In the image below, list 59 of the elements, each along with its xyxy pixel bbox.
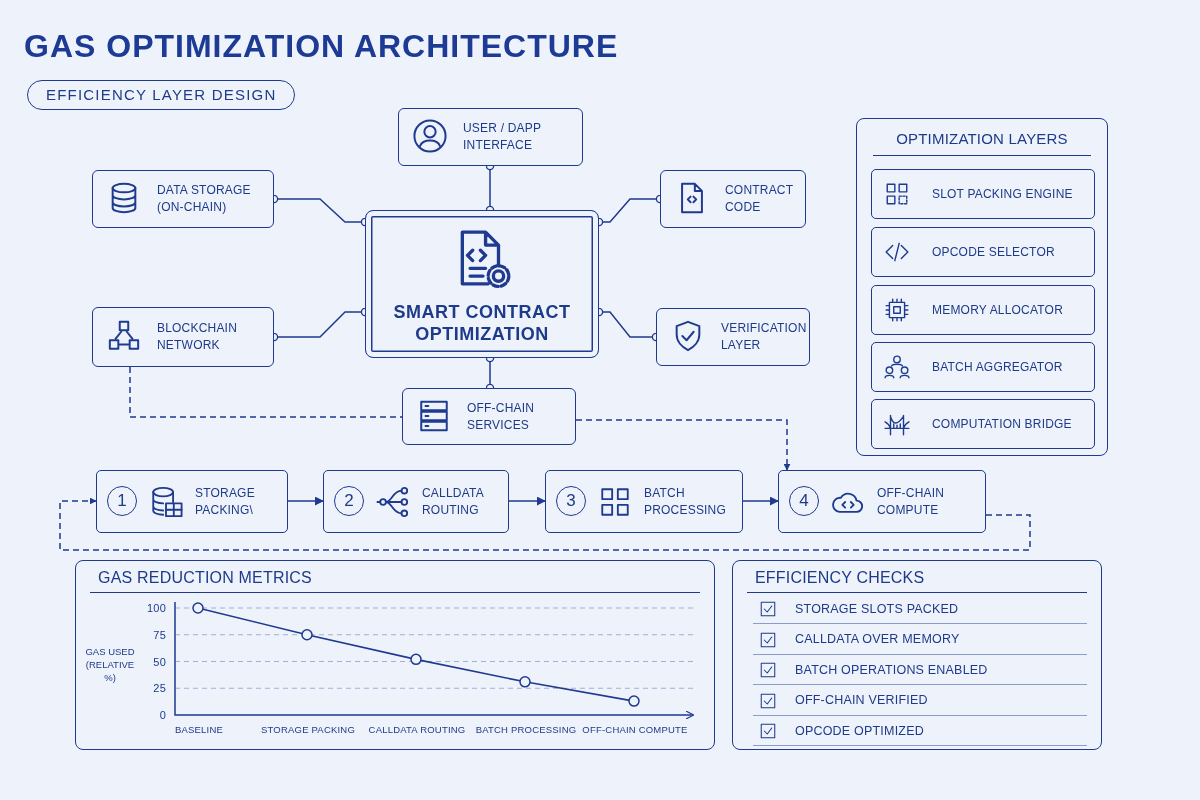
tick-label: 50 [152,654,166,670]
diagram-title: GAS OPTIMIZATION ARCHITECTURE [24,28,619,65]
node-label: BATCH PROCESSING [644,484,727,519]
node-label: MEMORY ALLOCATOR [932,301,1064,319]
layer-box [871,399,1095,449]
tick-label: 0 [158,708,166,723]
arrow [742,496,779,506]
axis-title: GAS USED (RELATIVE %) [84,645,136,684]
node-label: STORAGE SLOTS PACKED [795,600,959,617]
step-box [545,470,743,533]
node-label: CALLDATA ROUTING [422,484,485,519]
dashed-arrow [59,497,1031,551]
chart-panel [75,560,715,750]
layer-box [871,285,1095,335]
component-box [92,170,274,228]
component-box [660,170,806,228]
hub-box [365,210,599,358]
layer-box [871,169,1095,219]
node-label: STORAGE PACKING\ [195,484,256,519]
tick-label: 75 [152,627,166,643]
step-box [323,470,509,533]
node-label: COMPUTATION BRIDGE [932,415,1072,433]
node-label: OFF-CHAIN SERVICES [467,399,536,434]
component-box [398,108,583,166]
tick-label: 100 [146,601,166,616]
node-label: OPCODE SELECTOR [932,243,1055,261]
node-label: SLOT PACKING ENGINE [932,185,1073,203]
category-label: OFF-CHAIN COMPUTE [581,723,689,737]
layer-box [871,227,1095,277]
panel-heading: OPTIMIZATION LAYERS [895,130,1069,147]
category-label: CALLDATA ROUTING [367,723,467,737]
node-label: BATCH AGGREGATOR [932,358,1063,376]
panel-heading: EFFICIENCY CHECKS [755,569,925,586]
layers-panel [856,118,1108,456]
component-box [656,308,810,366]
node-label: CONTRACT CODE [725,182,795,216]
checklist-panel [732,560,1102,750]
component-box [92,307,274,367]
step-box [778,470,986,533]
node-label: SMART CONTRACT OPTIMIZATION [392,301,572,345]
step-box [96,470,288,533]
node-label: OFF-CHAIN COMPUTE [877,484,946,519]
node-label: USER / DAPP INTERFACE [463,120,542,154]
arrow [287,496,324,506]
dashed-arrow [575,419,791,471]
panel-heading: GAS REDUCTION METRICS [98,569,312,586]
component-box [402,388,576,445]
node-label: OPCODE OPTIMIZED [795,722,924,739]
node-label: DATA STORAGE (ON-CHAIN) [157,182,252,216]
category-label: BASELINE [173,723,225,737]
node-label: BATCH OPERATIONS ENABLED [795,661,988,678]
arrow [508,496,546,506]
tick-label: 25 [152,681,166,697]
category-label: STORAGE PACKING [260,723,356,737]
node-label: BLOCKCHAIN NETWORK [157,320,239,354]
node-label: OFF-CHAIN VERIFIED [795,691,928,709]
layer-box [871,342,1095,392]
node-label: VERIFICATION LAYER [721,320,805,354]
node-label: CALLDATA OVER MEMORY [795,630,960,648]
